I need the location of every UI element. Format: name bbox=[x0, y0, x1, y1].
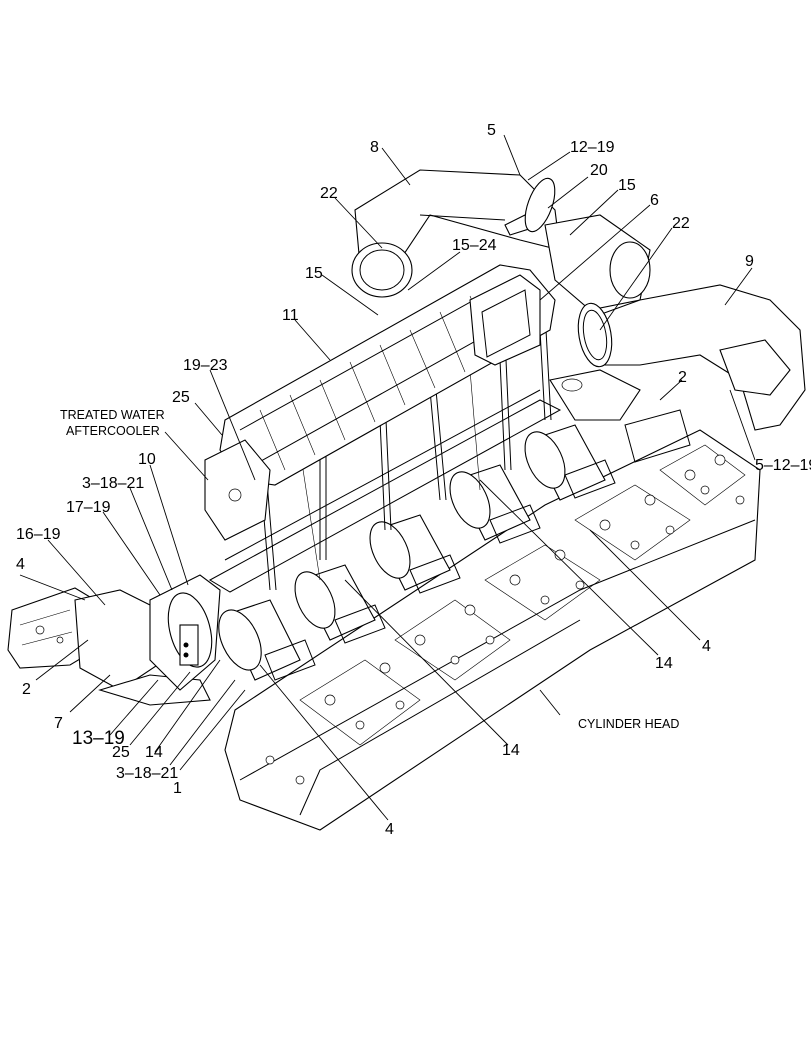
cylinder-head-label: CYLINDER HEAD bbox=[578, 717, 679, 731]
callout-19-23: 19–23 bbox=[183, 357, 228, 374]
turbo-and-elbow bbox=[544, 214, 806, 431]
callout-4-bottom: 4 bbox=[385, 821, 394, 838]
callout-15-24: 15–24 bbox=[452, 237, 497, 254]
callout-17-19: 17–19 bbox=[66, 499, 111, 516]
callout-14-c: 14 bbox=[502, 742, 520, 759]
callout-9: 9 bbox=[745, 253, 754, 270]
callout-7: 7 bbox=[54, 715, 63, 732]
callout-20: 20 bbox=[590, 162, 608, 179]
callout-6: 6 bbox=[650, 192, 659, 209]
callout-2-left: 2 bbox=[22, 681, 31, 698]
callout-4-left: 4 bbox=[16, 556, 25, 573]
callout-8: 8 bbox=[370, 139, 379, 156]
callout-14-b: 14 bbox=[655, 655, 673, 672]
callout-2-right: 2 bbox=[678, 369, 687, 386]
callout-22-right: 22 bbox=[672, 215, 690, 232]
callout-5: 5 bbox=[487, 122, 496, 139]
upper-elbow bbox=[351, 169, 561, 298]
callout-25-top: 25 bbox=[172, 389, 190, 406]
callout-13-19: 13–19 bbox=[72, 728, 125, 749]
callout-3-18-21-bottom: 3–18–21 bbox=[116, 765, 178, 782]
callout-11: 11 bbox=[282, 307, 299, 324]
callout-12-19: 12–19 bbox=[570, 139, 615, 156]
front-elbow-adapter bbox=[149, 574, 221, 691]
callout-25-bottom: 25 bbox=[112, 744, 130, 761]
aftercooler-label-line1: TREATED WATER bbox=[60, 408, 165, 422]
callout-14-a: 14 bbox=[145, 744, 163, 761]
callout-4-mid: 4 bbox=[702, 638, 711, 655]
callout-10: 10 bbox=[138, 451, 156, 468]
callout-15-top: 15 bbox=[618, 177, 636, 194]
callout-22-left: 22 bbox=[320, 185, 338, 202]
cylinder-head-assembly bbox=[224, 429, 761, 831]
callout-3-18-21-top: 3–18–21 bbox=[82, 475, 144, 492]
callout-labels: 8 5 12–19 20 15 6 22 22 15–24 15 9 11 19… bbox=[16, 122, 811, 838]
callout-15-mid: 15 bbox=[305, 265, 323, 282]
aftercooler-core bbox=[204, 264, 556, 541]
left-end-housing bbox=[7, 587, 211, 706]
support-frame bbox=[208, 329, 562, 593]
callout-16-19: 16–19 bbox=[16, 526, 61, 543]
callout-5-12-19: 5–12–19 bbox=[755, 457, 811, 474]
leader-lines bbox=[19, 134, 756, 821]
aftercooler-label-line2: AFTERCOOLER bbox=[66, 424, 160, 438]
manifold-tubes bbox=[218, 409, 691, 681]
callout-1: 1 bbox=[173, 780, 182, 797]
